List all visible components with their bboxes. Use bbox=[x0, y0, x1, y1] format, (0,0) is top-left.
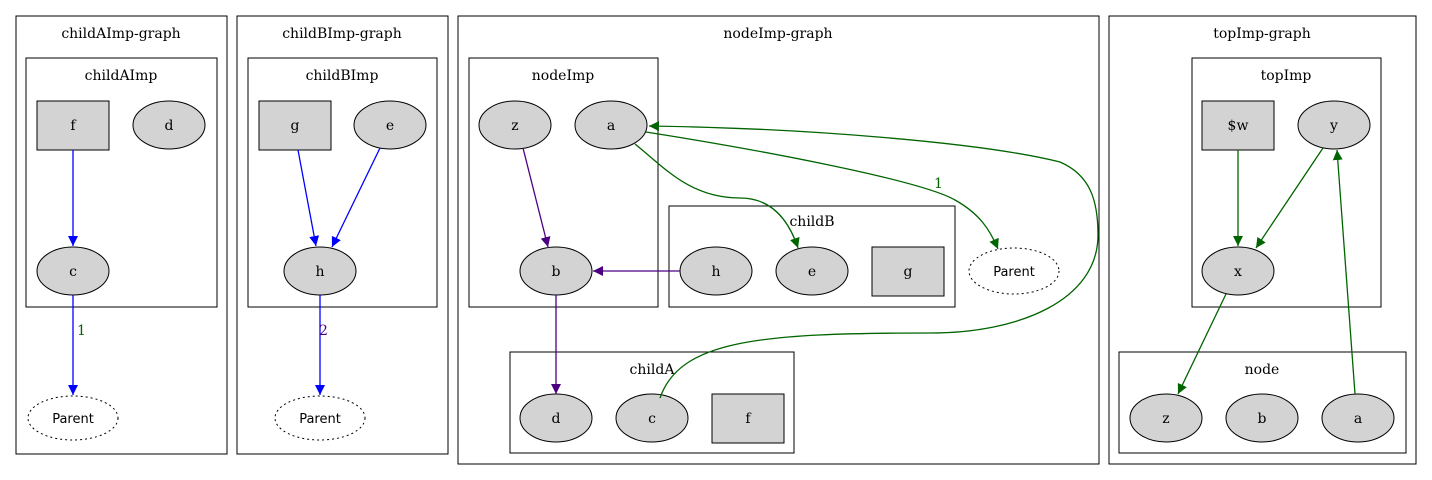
graph-title: childAImp-graph bbox=[61, 26, 180, 42]
node-f: f bbox=[711, 393, 785, 444]
svg-text:a: a bbox=[1354, 411, 1362, 427]
svg-text:c: c bbox=[648, 411, 656, 427]
node-b: b bbox=[519, 246, 593, 296]
graph-title: topImp-graph bbox=[1213, 26, 1311, 42]
edge-a-parent bbox=[645, 131, 999, 250]
node-parent: Parent bbox=[968, 247, 1060, 295]
node-x: x bbox=[1201, 246, 1275, 296]
svg-text:g: g bbox=[291, 118, 300, 134]
graph-childBImp: childBImp-graph childBImp g e h Parent 2 bbox=[236, 15, 449, 455]
svg-text:b: b bbox=[552, 264, 561, 280]
graph-frame bbox=[457, 15, 1100, 465]
node-b: b bbox=[1225, 393, 1299, 443]
cluster-frame bbox=[468, 57, 659, 308]
svg-text:e: e bbox=[386, 118, 394, 134]
node-d: d bbox=[519, 393, 593, 443]
svg-text:z: z bbox=[511, 118, 518, 134]
edge-label: 2 bbox=[319, 323, 328, 339]
subcluster-title: node bbox=[1245, 362, 1280, 378]
cluster-title: childAImp bbox=[85, 68, 158, 84]
cluster-title: topImp bbox=[1261, 68, 1312, 84]
graph-title: nodeImp-graph bbox=[723, 26, 832, 42]
edge-x-z bbox=[1177, 293, 1227, 395]
node-a: a bbox=[574, 100, 648, 150]
node-z: z bbox=[478, 100, 552, 150]
node-g: g bbox=[258, 100, 332, 151]
subcluster-childB bbox=[668, 205, 956, 308]
edge-a-e bbox=[634, 143, 800, 249]
svg-text:e: e bbox=[808, 264, 816, 280]
node-c: c bbox=[615, 393, 689, 443]
node-e: e bbox=[353, 100, 427, 150]
subcluster-childA bbox=[509, 351, 795, 454]
edge-label: 1 bbox=[77, 323, 86, 339]
graph-childAImp: childAImp-graph childAImp f d c Parent 1 bbox=[15, 15, 228, 455]
node-c: c bbox=[36, 246, 110, 296]
node-h: h bbox=[679, 246, 753, 296]
svg-text:b: b bbox=[1258, 411, 1267, 427]
edge-z-b bbox=[522, 147, 551, 248]
svg-text:$w: $w bbox=[1228, 118, 1249, 134]
node-d: d bbox=[132, 100, 206, 150]
svg-text:g: g bbox=[904, 264, 913, 280]
edge-a-y bbox=[1332, 149, 1356, 395]
subcluster-title: childB bbox=[789, 214, 834, 230]
node-w: $w bbox=[1201, 100, 1275, 151]
node-e: e bbox=[775, 246, 849, 296]
node-a: a bbox=[1321, 393, 1395, 443]
subcluster-title: childA bbox=[630, 362, 676, 378]
svg-text:f: f bbox=[745, 411, 752, 427]
cluster-frame bbox=[1191, 57, 1382, 308]
svg-text:Parent: Parent bbox=[993, 265, 1035, 280]
edge-c-a bbox=[648, 121, 1099, 399]
svg-text:f: f bbox=[70, 118, 77, 134]
edge-e-h bbox=[331, 147, 381, 248]
edge-g-h bbox=[297, 149, 320, 247]
svg-text:Parent: Parent bbox=[299, 412, 341, 427]
node-parent: Parent bbox=[274, 395, 366, 441]
node-y: y bbox=[1297, 100, 1371, 150]
svg-text:d: d bbox=[552, 411, 561, 427]
svg-text:Parent: Parent bbox=[52, 412, 94, 427]
svg-text:a: a bbox=[607, 118, 615, 134]
svg-text:d: d bbox=[165, 118, 174, 134]
graph-frame bbox=[1108, 15, 1417, 465]
cluster-frame bbox=[247, 57, 438, 308]
cluster-frame bbox=[25, 57, 218, 308]
svg-text:x: x bbox=[1234, 264, 1242, 280]
svg-text:y: y bbox=[1329, 118, 1338, 134]
graph-topImp: topImp-graph topImp $w y x node z b a bbox=[1108, 15, 1417, 465]
subcluster-node bbox=[1118, 351, 1407, 454]
svg-text:h: h bbox=[711, 264, 720, 280]
graph-frame bbox=[15, 15, 228, 455]
graph-title: childBImp-graph bbox=[282, 26, 402, 42]
cluster-title: nodeImp bbox=[532, 68, 594, 84]
node-g: g bbox=[871, 246, 945, 297]
edge-label: 1 bbox=[934, 176, 943, 192]
cluster-title: childBImp bbox=[306, 68, 379, 84]
graph-frame bbox=[236, 15, 449, 455]
node-z: z bbox=[1129, 393, 1203, 443]
svg-text:z: z bbox=[1162, 411, 1169, 427]
graph-nodeImp: nodeImp-graph nodeImp z a b childB h e bbox=[457, 15, 1100, 465]
node-h: h bbox=[283, 246, 357, 296]
node-f: f bbox=[36, 100, 110, 151]
svg-text:h: h bbox=[315, 264, 324, 280]
edge-y-x bbox=[1255, 147, 1324, 249]
svg-text:c: c bbox=[69, 264, 77, 280]
node-parent: Parent bbox=[27, 395, 119, 441]
